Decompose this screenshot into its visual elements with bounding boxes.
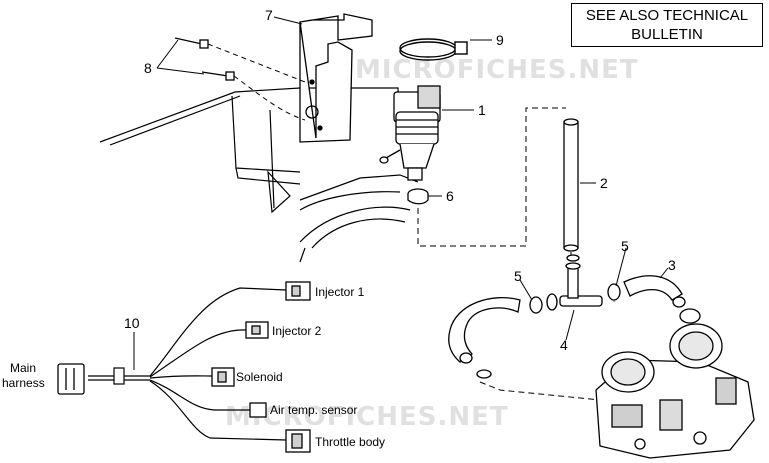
callout-7: 7 <box>265 7 273 23</box>
notice-line-2: BULLETIN <box>631 26 703 43</box>
clamp-part-9 <box>399 38 468 61</box>
callout-2: 2 <box>600 175 608 191</box>
callout-6: 6 <box>446 188 454 204</box>
ring-part-5-right <box>566 254 621 301</box>
clamp-part-6 <box>407 188 429 205</box>
callout-10: 10 <box>124 315 140 331</box>
connector-throttle-body <box>285 429 311 453</box>
label-solenoid: Solenoid <box>236 370 283 384</box>
screws-part-8 <box>174 37 235 81</box>
callout-5-left: 5 <box>514 268 522 284</box>
t-fitting-part-4 <box>559 262 603 307</box>
callout-4: 4 <box>560 337 568 353</box>
label-injector-2: Injector 2 <box>272 324 322 338</box>
watermark-bottom: MICROFICHES.NET <box>225 402 509 432</box>
hose-left <box>448 296 521 379</box>
leader-lines <box>133 16 669 370</box>
solenoid-valve-part-1 <box>379 85 441 181</box>
dashed-routing-lines <box>417 107 619 401</box>
callout-3: 3 <box>668 257 676 273</box>
tube-part-2 <box>563 118 579 252</box>
callout-1: 1 <box>478 102 486 118</box>
technical-bulletin-notice: SEE ALSO TECHNICAL BULLETIN <box>571 3 763 47</box>
label-air-temp-sensor: Air temp. sensor <box>270 403 357 417</box>
hose-part-3 <box>623 275 686 308</box>
throttle-body-assembly <box>595 308 755 459</box>
connector-solenoid <box>211 367 235 387</box>
connector-air-temp-sensor <box>249 402 267 418</box>
bracket-part-7 <box>299 13 373 143</box>
label-main-harness-line1: Main <box>10 361 36 375</box>
airbox-housing <box>99 87 421 263</box>
connector-injector-2 <box>245 321 269 339</box>
ring-part-5-left <box>529 293 558 314</box>
wiring-harness-part-10 <box>88 287 287 441</box>
label-injector-1: Injector 1 <box>315 285 365 299</box>
label-throttle-body: Throttle body <box>315 435 385 449</box>
watermark-top: MICROFICHES.NET <box>355 55 639 85</box>
screw-dashed-paths <box>207 43 306 121</box>
callout-8: 8 <box>144 60 152 76</box>
callout-5-right: 5 <box>621 238 629 254</box>
label-main-harness-line2: harness <box>2 376 45 390</box>
connector-injector-1 <box>285 281 311 301</box>
callout-9: 9 <box>496 32 504 48</box>
connector-main-harness <box>57 363 85 395</box>
notice-line-1: SEE ALSO TECHNICAL <box>585 7 749 24</box>
